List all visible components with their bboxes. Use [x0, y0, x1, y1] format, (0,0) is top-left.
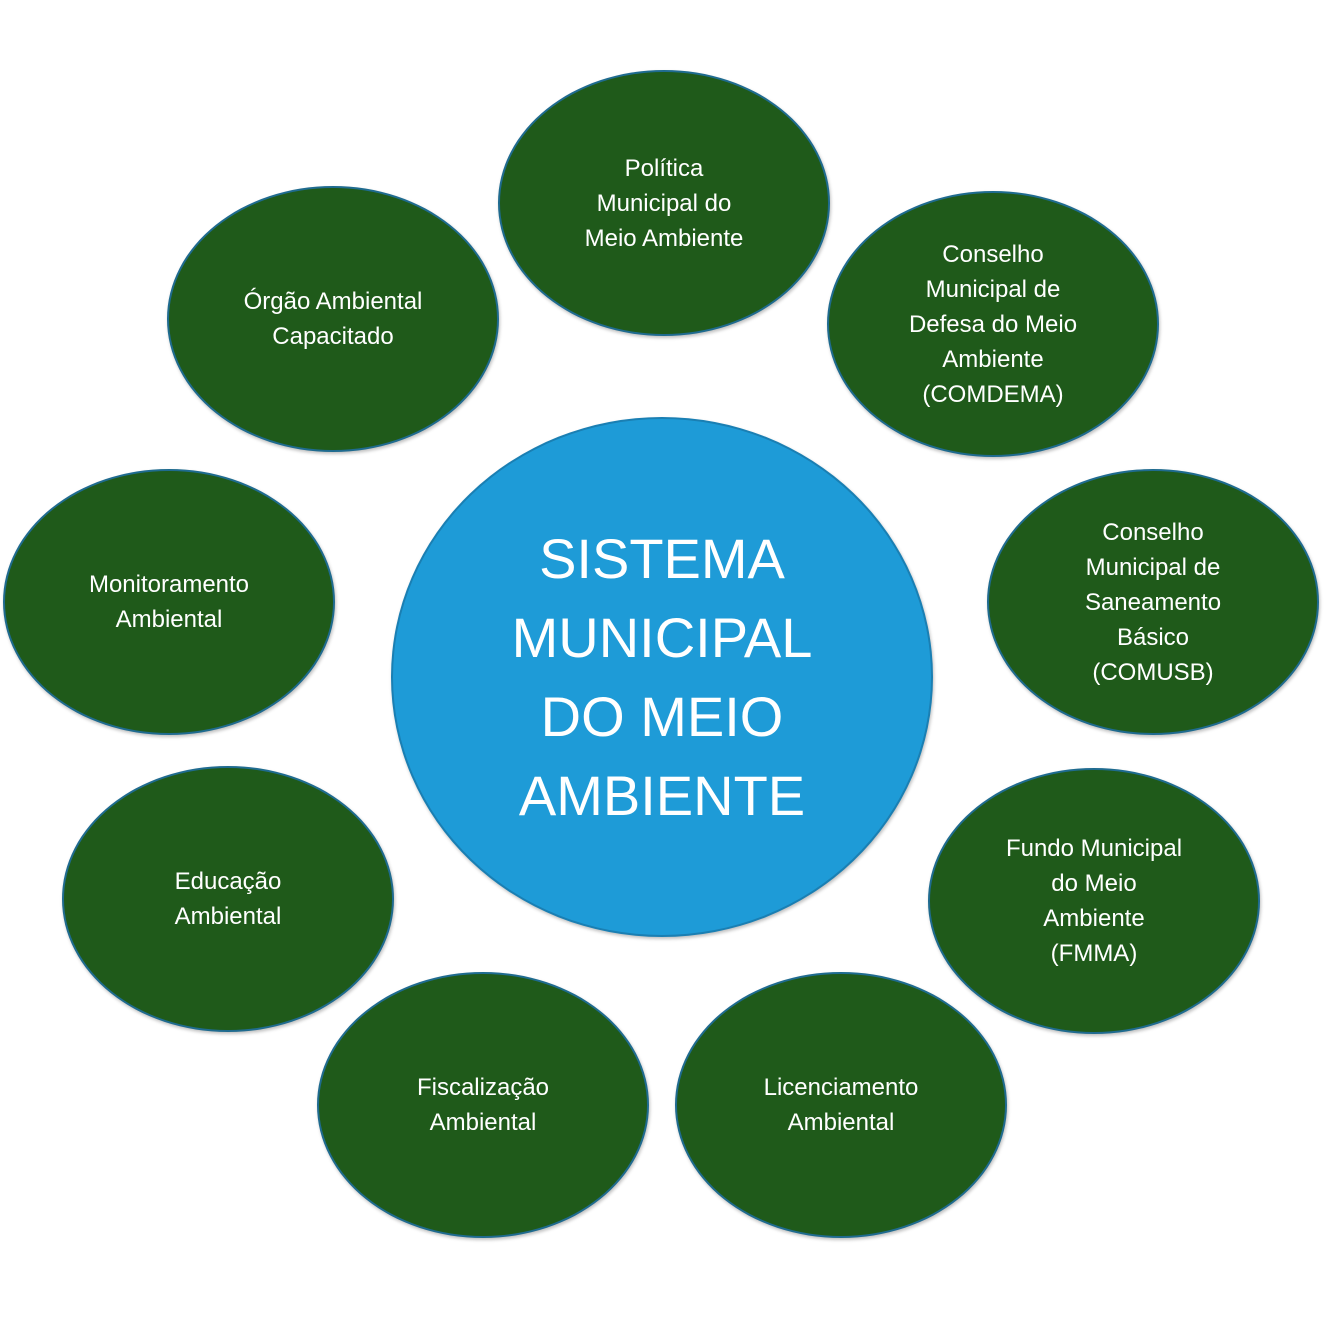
- node-orgao-ambiental: Órgão Ambiental Capacitado: [167, 186, 499, 452]
- node-label: Órgão Ambiental Capacitado: [243, 288, 423, 350]
- node-label: Conselho Municipal de Defesa do Meio Amb…: [908, 240, 1078, 408]
- node-label: Conselho Municipal de Saneamento Básico …: [1084, 518, 1222, 686]
- node-label: Licenciamento Ambiental: [763, 1074, 919, 1136]
- center-node-sistema-municipal: SISTEMA MUNICIPAL DO MEIO AMBIENTE: [391, 417, 933, 937]
- node-label: Política Municipal do Meio Ambiente: [584, 154, 744, 252]
- node-label: Fundo Municipal do Meio Ambiente (FMMA): [1005, 835, 1183, 967]
- node-politica-municipal: Política Municipal do Meio Ambiente: [498, 70, 830, 336]
- center-label: SISTEMA MUNICIPAL DO MEIO AMBIENTE: [511, 527, 813, 827]
- node-monitoramento-ambiental: Monitoramento Ambiental: [3, 469, 335, 735]
- node-label: Fiscalização Ambiental: [416, 1074, 550, 1136]
- node-label: Educação Ambiental: [174, 868, 282, 930]
- node-comdema: Conselho Municipal de Defesa do Meio Amb…: [827, 191, 1159, 457]
- node-licenciamento-ambiental: Licenciamento Ambiental: [675, 972, 1007, 1238]
- node-fiscalizacao-ambiental: Fiscalização Ambiental: [317, 972, 649, 1238]
- node-fmma: Fundo Municipal do Meio Ambiente (FMMA): [928, 768, 1260, 1034]
- node-label: Monitoramento Ambiental: [88, 571, 250, 633]
- node-educacao-ambiental: Educação Ambiental: [62, 766, 394, 1032]
- node-comusb: Conselho Municipal de Saneamento Básico …: [987, 469, 1319, 735]
